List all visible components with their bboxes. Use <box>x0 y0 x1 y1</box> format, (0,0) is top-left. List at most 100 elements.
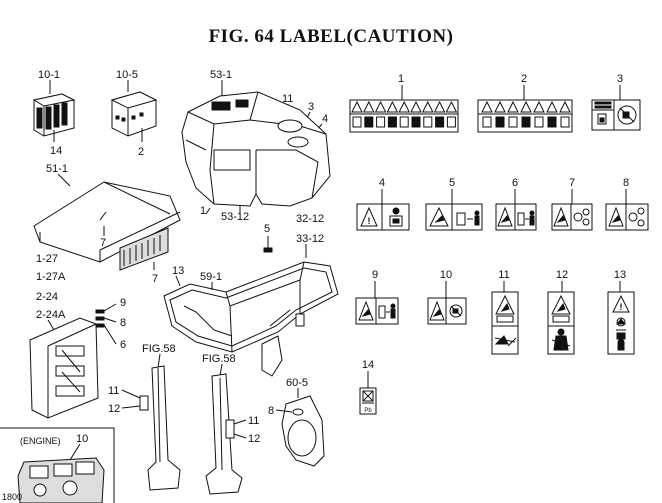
callout-12-left: 12 <box>108 403 120 415</box>
pictogram-icon <box>364 116 374 128</box>
callout-3-top: 3 <box>308 101 314 113</box>
pictogram-icon <box>446 116 456 128</box>
warning-triangle-icon <box>362 100 375 113</box>
figure-title: FIG. 64 LABEL(CAUTION) <box>208 26 454 47</box>
warning-triangle-icon <box>481 100 493 113</box>
callout-11-left: 11 <box>108 385 119 397</box>
pictogram-icon <box>560 116 570 128</box>
label-12: 12 <box>547 269 575 355</box>
label-13: 13 ! <box>607 269 635 355</box>
callout-53-12: 53-12 <box>221 211 249 223</box>
label-3-number: 3 <box>617 73 623 85</box>
label-4: 4 ! <box>356 177 410 231</box>
callout-fig58-right: FIG.58 <box>202 353 236 365</box>
part-60-5-guard: 60-5 8 <box>268 377 325 467</box>
warning-triangle-icon <box>520 100 532 113</box>
label-13-number: 13 <box>614 269 626 281</box>
label-10-number: 10 <box>440 269 452 281</box>
pictogram-icon <box>387 116 397 128</box>
callout-fig58-left: FIG.58 <box>142 343 176 355</box>
callout-5-frame: 5 <box>264 223 270 235</box>
callout-9-panel: 9 <box>120 297 126 309</box>
label-9-number: 9 <box>372 269 378 281</box>
label-1: 1 <box>349 73 459 133</box>
warning-triangle-icon <box>351 100 363 113</box>
label-2: 2 <box>477 73 573 133</box>
callout-33-12: 33-12 <box>296 233 324 245</box>
callout-7-cover: 7 <box>100 237 106 249</box>
callout-12-right: 12 <box>248 433 260 445</box>
svg-text:!: ! <box>368 216 371 226</box>
warning-triangle-icon <box>398 100 411 113</box>
callout-10-1: 10-1 <box>38 69 60 81</box>
label-12-number: 12 <box>556 269 568 281</box>
svg-text:!: ! <box>620 302 623 312</box>
callout-7-grille: 7 <box>152 273 158 285</box>
part-51-1-cover: 51-1 7 7 <box>33 163 181 285</box>
callout-14-box: 14 <box>50 145 62 157</box>
label-5-number: 5 <box>449 177 455 189</box>
warning-triangle-icon <box>559 100 571 113</box>
pictogram-icon <box>352 116 362 128</box>
pictogram-icon <box>521 116 531 128</box>
label-14-number: 14 <box>362 359 374 371</box>
fig58-left-post: FIG.58 11 12 <box>108 343 181 491</box>
callout-8-guard: 8 <box>268 405 274 417</box>
label-8-number: 8 <box>623 177 629 189</box>
warning-triangle-icon <box>433 100 446 113</box>
callout-10-5: 10-5 <box>116 69 138 81</box>
label-3: 3 <box>591 73 641 131</box>
label-7: 7 <box>551 177 593 231</box>
pictogram-icon <box>508 116 518 128</box>
part-53-1-housing: 53-1 11 3 4 1 53-12 <box>181 69 331 223</box>
warning-triangle-icon <box>374 100 387 113</box>
pictogram-icon <box>411 116 421 128</box>
warning-triangle-icon <box>533 100 545 113</box>
callout-60-5: 60-5 <box>286 377 308 389</box>
partial-code-text: 1800 <box>2 492 22 502</box>
callout-32-12: 32-12 <box>296 213 324 225</box>
engine-inset: (ENGINE) 10 1800 <box>0 427 115 503</box>
callout-2-24a: 2-24A <box>36 309 66 321</box>
label-11: 11 <box>491 269 519 355</box>
callout-2-24: 2-24 <box>36 291 58 303</box>
pictogram-icon <box>534 116 544 128</box>
callout-2-box: 2 <box>138 146 144 158</box>
callout-1-27a: 1-27A <box>36 271 66 283</box>
callout-11-top: 11 <box>282 93 293 105</box>
warning-triangle-icon <box>494 100 506 113</box>
label-2-number: 2 <box>521 73 527 85</box>
callout-10-engine: 10 <box>76 433 88 445</box>
callout-1-housing: 1 <box>200 205 206 217</box>
pictogram-icon <box>547 116 557 128</box>
warning-triangle-icon <box>507 100 519 113</box>
pictogram-icon <box>495 116 505 128</box>
part-59-1-frame: 32-12 33-12 5 13 59-1 <box>163 213 339 377</box>
label-14: 14 Pb <box>359 359 377 415</box>
label-6: 6 <box>495 177 537 231</box>
callout-4-top: 4 <box>322 113 328 125</box>
part-10-1: 10-1 14 <box>32 69 76 157</box>
label-14-pb-text: Pb <box>364 408 372 414</box>
label-9: 9 <box>355 269 399 325</box>
warning-triangle-icon <box>421 100 434 113</box>
engine-inset-label: (ENGINE) <box>20 436 61 446</box>
label-7-number: 7 <box>569 177 575 189</box>
callout-1-27: 1-27 <box>36 253 58 265</box>
pictogram-icon <box>376 116 386 128</box>
warning-triangle-icon <box>386 100 399 113</box>
pictogram-icon <box>482 116 492 128</box>
callout-53-1: 53-1 <box>210 69 232 81</box>
callout-8-panel: 8 <box>120 317 126 329</box>
label-8: 8 <box>605 177 649 231</box>
label-4-number: 4 <box>379 177 385 189</box>
label-10: 10 <box>427 269 467 325</box>
label-1-number: 1 <box>398 73 404 85</box>
label-5: 5 <box>425 177 483 231</box>
warning-triangle-icon <box>546 100 558 113</box>
fig58-right-post: FIG.58 11 12 <box>202 353 260 495</box>
pictogram-icon <box>435 116 445 128</box>
warning-triangle-icon <box>445 100 458 113</box>
callout-51-1: 51-1 <box>46 163 68 175</box>
